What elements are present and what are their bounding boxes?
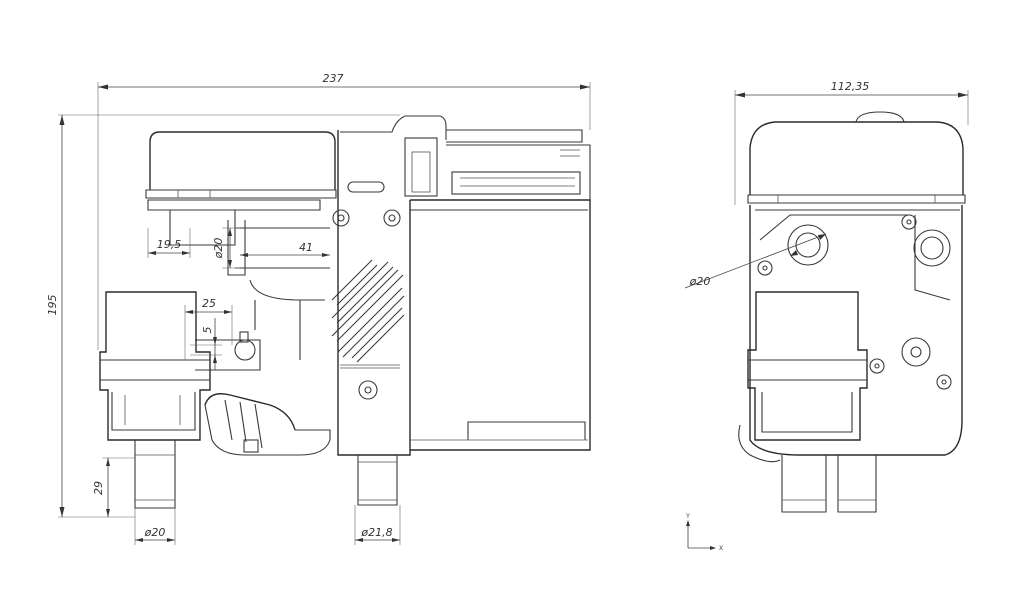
- front-view: [99, 115, 591, 509]
- dim-total-height: 195: [46, 295, 59, 316]
- axis-x-label: X: [719, 545, 723, 552]
- dimension-labels: 237 195 112,35 19,5 41 ø20 25 5 29 ø20 ø…: [46, 72, 869, 539]
- dim-phi20-top: ø20: [212, 238, 225, 260]
- dim-25: 25: [202, 297, 216, 310]
- dim-phi20-bottom: ø20: [144, 526, 166, 539]
- dim-5: 5: [201, 327, 214, 334]
- dim-side-width: 112,35: [831, 80, 870, 93]
- dim-29: 29: [92, 481, 105, 495]
- side-view: [738, 111, 966, 513]
- dim-phi21-8: ø21,8: [360, 526, 392, 539]
- dim-41: 41: [299, 241, 313, 254]
- dim-total-length: 237: [323, 72, 344, 85]
- dim-19-5: 19,5: [157, 238, 182, 251]
- dim-phi20-side: ø20: [689, 275, 711, 288]
- axis-y-label: Y: [685, 513, 690, 520]
- dimension-lines: [58, 82, 969, 545]
- axis-indicator: Y X: [685, 513, 723, 552]
